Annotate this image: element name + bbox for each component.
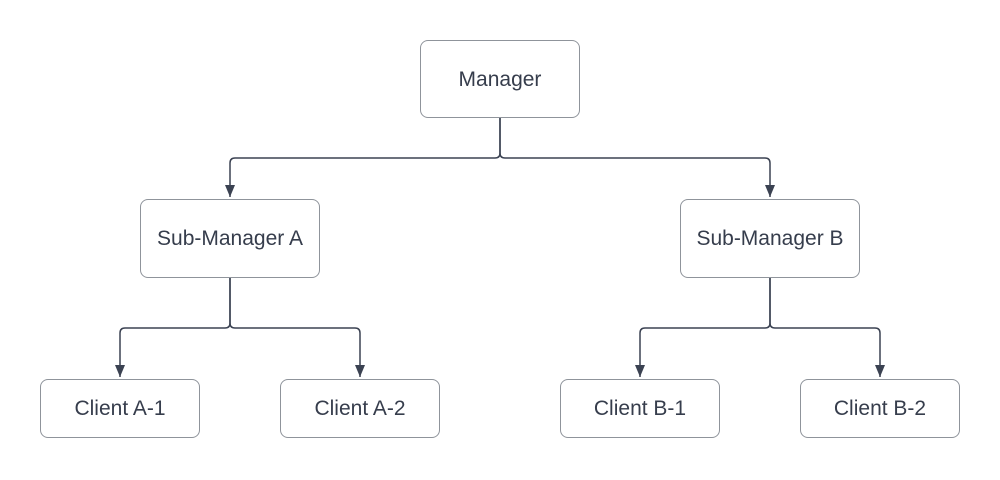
node-label: Client A-1 bbox=[74, 397, 166, 420]
connector-sub-manager-a-to-client-a-2 bbox=[229, 278, 365, 377]
node-sub-manager-a[interactable]: Sub-Manager A bbox=[140, 199, 320, 278]
node-client-a-2[interactable]: Client A-2 bbox=[280, 379, 440, 438]
connector-sub-manager-b-to-client-b-1 bbox=[635, 278, 771, 377]
node-manager[interactable]: Manager bbox=[420, 40, 580, 118]
node-label: Sub-Manager A bbox=[157, 227, 303, 250]
node-client-a-1[interactable]: Client A-1 bbox=[40, 379, 200, 438]
connector-manager-to-sub-manager-a bbox=[225, 118, 501, 197]
node-label: Manager bbox=[458, 67, 542, 91]
node-client-b-2[interactable]: Client B-2 bbox=[800, 379, 960, 438]
node-client-b-1[interactable]: Client B-1 bbox=[560, 379, 720, 438]
node-label: Client B-2 bbox=[833, 397, 927, 420]
node-sub-manager-b[interactable]: Sub-Manager B bbox=[680, 199, 860, 278]
connector-sub-manager-b-to-client-b-2 bbox=[769, 278, 885, 377]
connector-sub-manager-a-to-client-a-1 bbox=[115, 278, 231, 377]
connector-manager-to-sub-manager-b bbox=[499, 118, 775, 197]
node-label: Client B-1 bbox=[593, 397, 687, 420]
node-label: Sub-Manager B bbox=[696, 227, 844, 250]
node-label: Client A-2 bbox=[314, 397, 406, 420]
